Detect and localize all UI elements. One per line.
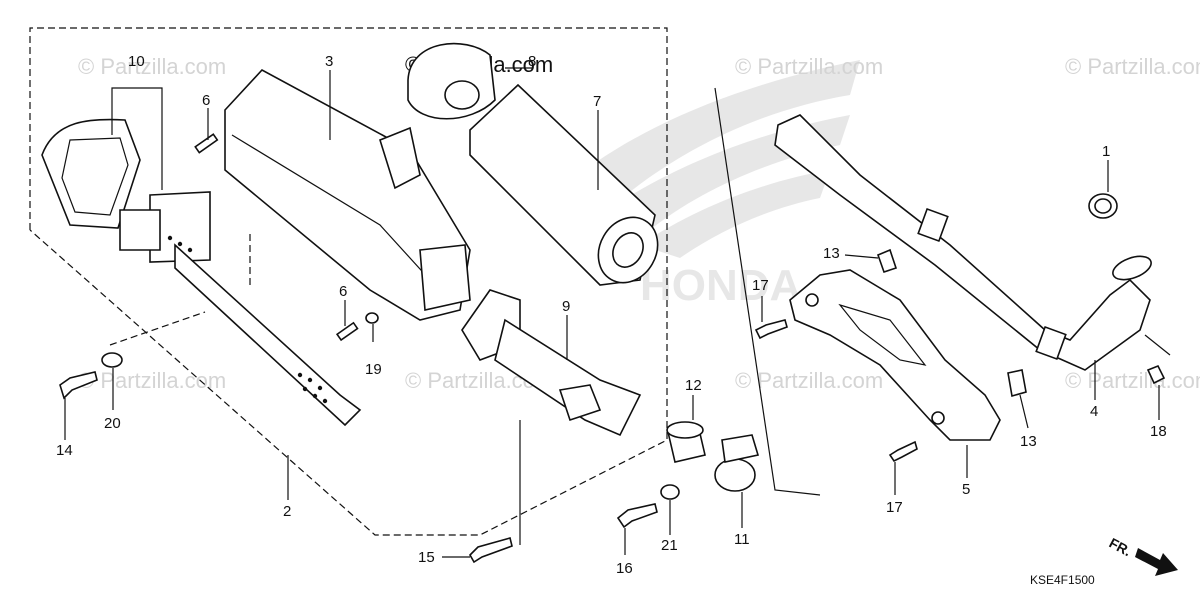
callout-20: 20 xyxy=(104,415,121,432)
callout-3: 3 xyxy=(325,53,333,70)
callout-6: 6 xyxy=(202,92,210,109)
watermark-text: © Partzilla.com xyxy=(78,368,226,393)
callout-11: 11 xyxy=(734,531,750,548)
front-arrow-label: FR. xyxy=(1107,535,1134,560)
part-bolt xyxy=(59,319,1166,564)
callout-19: 19 xyxy=(365,361,382,378)
part-rubber-cap xyxy=(407,42,496,120)
part-end-cap xyxy=(41,118,141,229)
callout-labels: 1 2 3 4 5 6 6 7 8 9 10 11 12 13 13 14 15… xyxy=(56,53,1167,577)
callout-1: 1 xyxy=(1102,143,1110,160)
callout-18: 18 xyxy=(1150,423,1167,440)
callout-17: 17 xyxy=(752,277,769,294)
part-exhaust-pipe xyxy=(774,114,1152,371)
part-silencer-packing xyxy=(469,83,659,286)
callout-21: 21 xyxy=(661,537,678,554)
callout-13: 13 xyxy=(1020,433,1037,450)
callout-7: 7 xyxy=(593,93,601,110)
part-gasket-ring xyxy=(1088,193,1118,219)
callout-10: 10 xyxy=(128,53,145,70)
front-direction-arrow: FR. xyxy=(1107,535,1178,576)
arrow-right-icon xyxy=(1135,548,1178,576)
watermark-text: © Partzilla.com xyxy=(1065,368,1200,393)
callout-8: 8 xyxy=(528,53,536,70)
leader-lines xyxy=(64,67,1160,558)
callout-13: 13 xyxy=(823,245,840,262)
heat-guard-divider xyxy=(714,87,1171,496)
svg-text:HONDA: HONDA xyxy=(640,261,801,310)
part-bolt xyxy=(194,133,359,342)
honda-wing-watermark: HONDA xyxy=(560,60,860,310)
callout-4: 4 xyxy=(1090,403,1098,420)
watermark-text: © Partzilla.com xyxy=(78,54,226,79)
callout-6: 6 xyxy=(339,283,347,300)
part-band xyxy=(714,434,760,492)
part-heat-guard xyxy=(789,269,1001,441)
part-muffler-body xyxy=(224,69,471,321)
part-clip xyxy=(1007,369,1027,398)
callout-12: 12 xyxy=(685,377,702,394)
watermark-text: © Partzilla.com xyxy=(1065,54,1200,79)
part-tailpipe xyxy=(119,191,362,427)
callout-9: 9 xyxy=(562,298,570,315)
callout-2: 2 xyxy=(283,503,291,520)
callout-15: 15 xyxy=(418,549,435,566)
diagram-code: KSE4F1500 xyxy=(1030,573,1095,587)
part-gasket xyxy=(666,421,706,463)
callout-17: 17 xyxy=(886,499,903,516)
muffler-assembly-outline xyxy=(29,27,668,536)
callout-16: 16 xyxy=(616,560,633,577)
callout-14: 14 xyxy=(56,442,73,459)
part-clip xyxy=(876,248,898,274)
callout-5: 5 xyxy=(962,481,970,498)
watermark-text: © Partzilla.com xyxy=(735,54,883,79)
part-washer xyxy=(101,312,680,500)
part-joint-pipe xyxy=(461,289,642,437)
